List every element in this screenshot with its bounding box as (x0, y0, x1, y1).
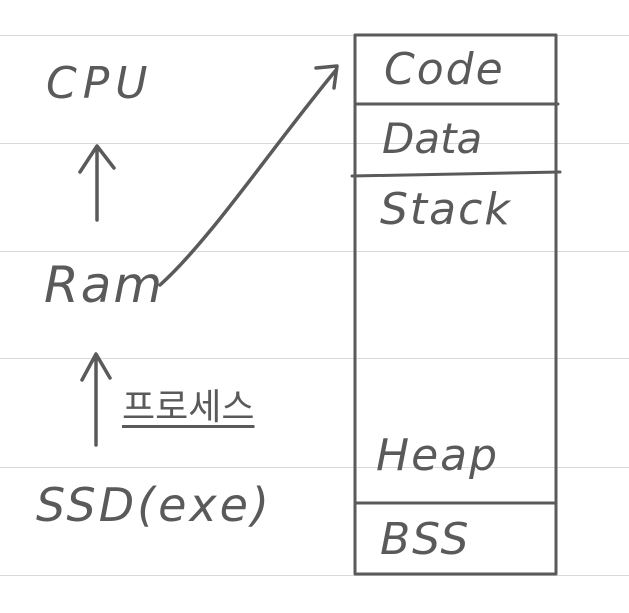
segment-heap: Heap (376, 430, 500, 481)
segment-stack: Stack (380, 184, 512, 235)
data-stack-divider (350, 170, 562, 178)
notebook-rule-4 (0, 358, 629, 359)
process-label: 프로세스 (122, 387, 255, 428)
cpu-label: CPU (46, 58, 154, 109)
memory-box (353, 33, 558, 576)
ssd-label: SSD(exe) (36, 478, 272, 532)
notebook-rule-3 (0, 251, 629, 252)
ram-label: Ram (44, 256, 165, 314)
notebook-rule-6 (0, 575, 629, 576)
ram-to-cpu-arrow (78, 144, 116, 222)
segment-code: Code (384, 44, 505, 95)
ram-to-code-arrow (158, 64, 339, 287)
notebook-rule-2 (0, 143, 629, 144)
notebook-rule-5 (0, 467, 629, 468)
segment-bss: BSS (380, 514, 471, 565)
ssd-to-ram-arrow (80, 352, 112, 447)
notebook-rule-1 (0, 35, 629, 36)
segment-data: Data (382, 114, 483, 163)
